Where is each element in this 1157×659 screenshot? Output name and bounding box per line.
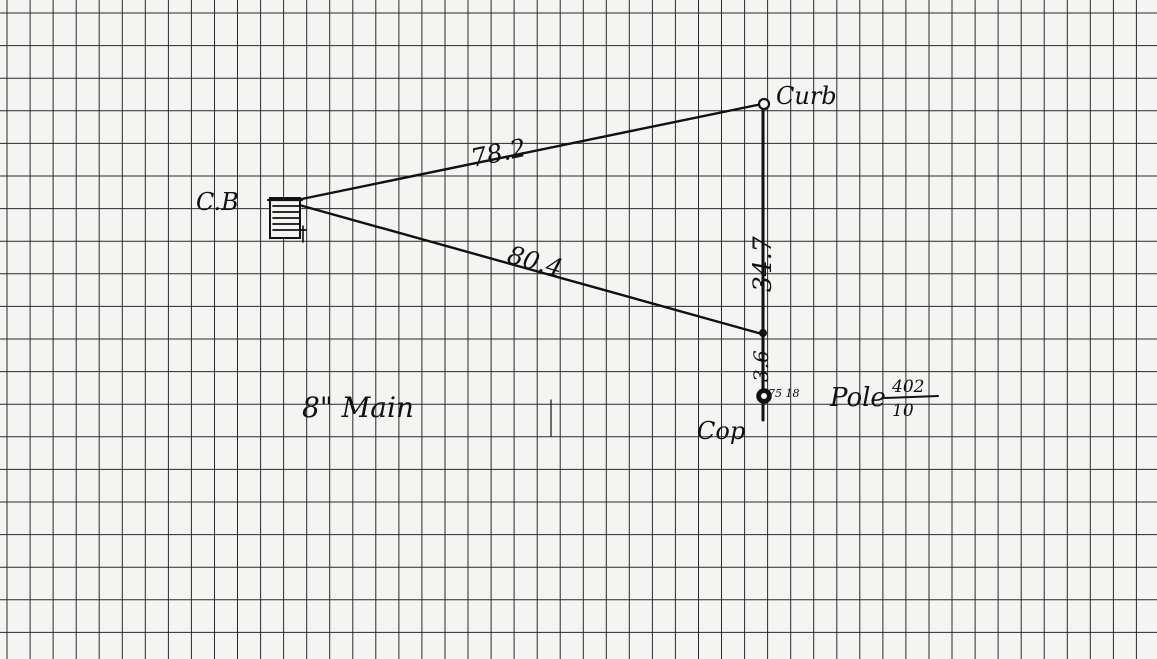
curb-stop-icon: [757, 97, 771, 111]
cop-note: 75 18: [768, 387, 800, 400]
service-cop-distance: 3.6: [749, 350, 773, 382]
pole-fraction-bar: [883, 395, 939, 399]
cop-valve-icon: [756, 388, 772, 404]
main-label: 8" Main: [302, 391, 414, 424]
line-cb-to-service: [290, 201, 764, 336]
survey-lines: [290, 102, 765, 437]
pole-numerator: 402: [891, 377, 924, 397]
pole-label: Pole 402 10: [829, 377, 939, 421]
pole-word: Pole: [829, 383, 886, 413]
catch-basin-icon: [266, 197, 307, 243]
cop-label: Cop: [697, 417, 745, 445]
curb-label: Curb: [776, 82, 837, 110]
service-point-icon: [759, 329, 767, 337]
cb-label: C.B: [196, 188, 239, 216]
pole-denominator: 10: [892, 401, 914, 421]
line-cb-to-curb: [290, 102, 764, 203]
curb-service-distance: 34.7: [748, 236, 777, 292]
